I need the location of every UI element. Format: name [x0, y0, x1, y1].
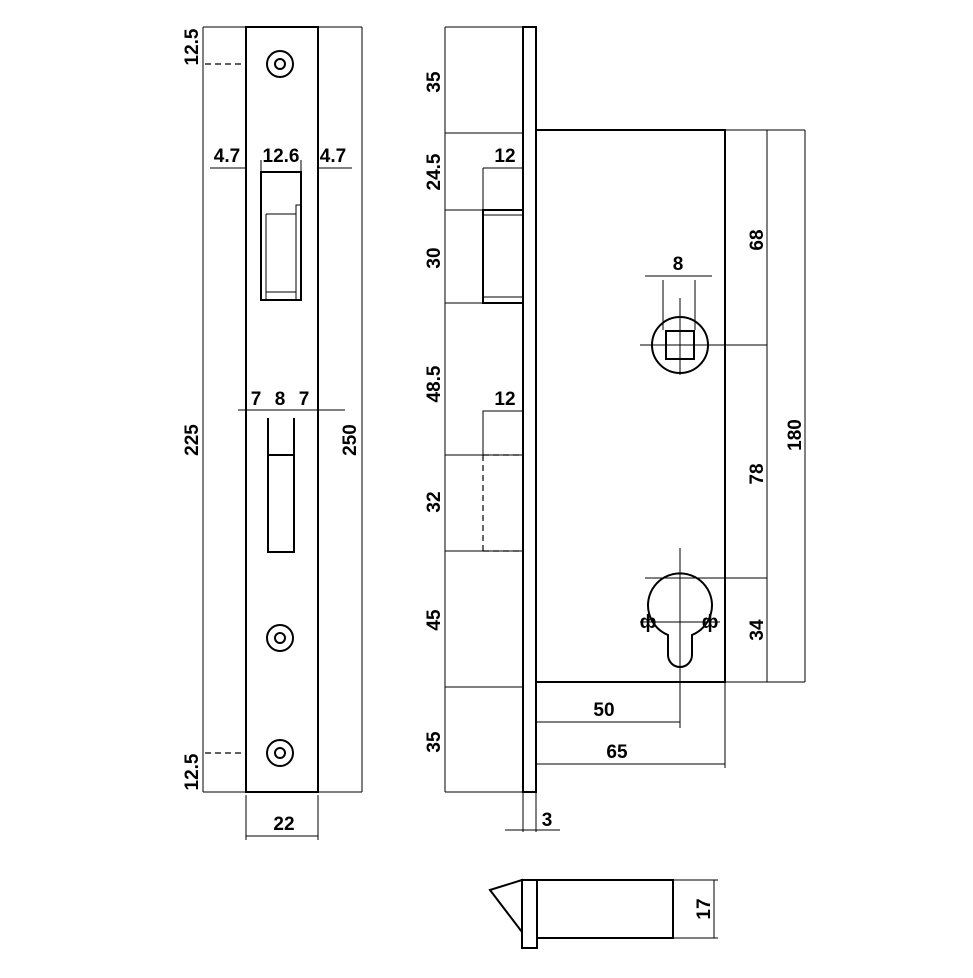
cylinder-hole-icon [640, 548, 767, 728]
dim-bolt-margin-left: 7 [251, 389, 262, 410]
lock-body-view: 35 24.5 30 48.5 32 45 35 12 12 8 68 78 1… [424, 26, 806, 832]
latch-tongue [482, 167, 524, 304]
dim-spindle-to-cylinder: 78 [747, 463, 768, 484]
dim-case-height: 180 [785, 419, 806, 451]
dim-bottom-screw-offset: 12.5 [182, 753, 203, 790]
dim-latch-margin-left: 4.7 [214, 146, 240, 167]
lock-case [535, 129, 726, 683]
dim-backset: 50 [593, 700, 614, 721]
dim-screw-span: 225 [182, 424, 203, 456]
dim-spindle-square: 8 [673, 254, 684, 275]
phi-left-symbol: ф [640, 612, 657, 633]
dim-latch-margin-right: 4.7 [320, 146, 346, 167]
dim-latch-throw: 12 [494, 146, 515, 167]
dim-bolt-width: 8 [275, 389, 286, 410]
dim-seg-4: 48.5 [424, 365, 445, 402]
dim-case-depth: 65 [606, 742, 628, 763]
top-screw-icon [205, 50, 294, 78]
dim-seg-5: 32 [424, 491, 445, 512]
dim-latch-width: 12.6 [263, 146, 300, 167]
bolt-detail-view: 17 [488, 878, 718, 949]
dim-seg-3: 30 [424, 247, 445, 268]
dim-seg-1: 35 [424, 71, 445, 93]
deadbolt-opening [267, 418, 295, 553]
dim-bolt-margin-right: 7 [299, 389, 310, 410]
dim-bolt-height: 17 [694, 898, 715, 919]
dim-bolt-throw: 12 [494, 389, 515, 410]
dim-plate-length: 250 [340, 424, 361, 456]
latch-opening [260, 171, 302, 301]
bolt-tip [488, 878, 523, 935]
phi-right-symbol: ф [702, 612, 719, 633]
deadbolt [482, 410, 523, 552]
spindle-hub-icon [640, 275, 767, 375]
dim-seg-7: 35 [424, 731, 445, 753]
faceplate [522, 26, 537, 793]
bolt-flange [521, 879, 538, 949]
front-plate-view: 12.5 12.5 225 250 22 4.7 12.6 4.7 7 8 7 [182, 26, 363, 840]
dim-seg-2: 24.5 [424, 153, 445, 190]
middle-screw-icon [266, 624, 294, 652]
dim-top-screw-offset: 12.5 [182, 28, 203, 65]
dim-cylinder-to-bottom: 34 [747, 619, 768, 641]
dim-upper-case-height: 68 [747, 229, 768, 250]
dim-seg-6: 45 [424, 609, 445, 631]
bottom-screw-icon [205, 739, 294, 767]
bolt-shaft [536, 879, 674, 939]
dim-faceplate-thickness: 3 [542, 810, 553, 831]
dim-plate-width: 22 [273, 814, 294, 835]
